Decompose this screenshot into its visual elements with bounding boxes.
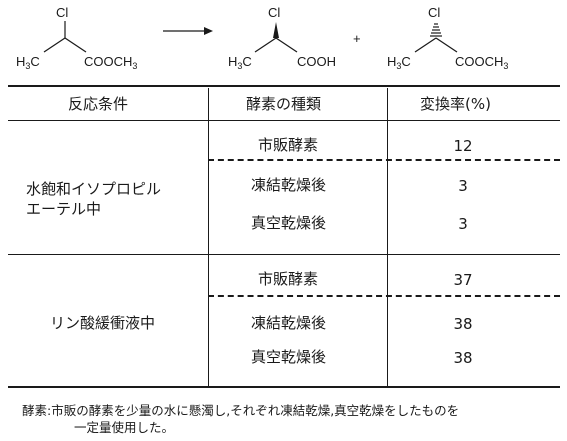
group1-condition-line2: エーテル中 <box>26 200 102 218</box>
group2-enzyme-3: 真空乾燥後 <box>251 348 327 366</box>
footnote-line2: 一定量使用した。 <box>74 420 175 435</box>
table-header-rule <box>8 120 560 121</box>
reactant-right-sub: 3 <box>132 61 137 71</box>
product-acid-cl: Cl <box>268 5 280 20</box>
table-bottom-rule <box>8 386 560 388</box>
product-ester-right-sub: 3 <box>503 61 508 71</box>
header-conversion: 変換率(%) <box>420 95 491 113</box>
group1-enzyme-2: 凍結乾燥後 <box>251 176 327 194</box>
svg-text:H3C: H3C <box>228 54 252 71</box>
group1-conversion-1: 12 <box>453 137 473 155</box>
group1-enzyme-1: 市販酵素 <box>258 136 319 154</box>
reactant-structure: Cl H3C COOCH3 <box>16 5 137 71</box>
product-acid-left-h: H <box>228 54 237 69</box>
svg-text:H3C: H3C <box>16 54 40 71</box>
footnote-line1: 市販の酵素を少量の水に懸濁し,それぞれ凍結乾燥,真空乾燥をしたものを <box>51 403 460 418</box>
reactant-left-sub: 3 <box>25 61 30 71</box>
header-reaction-conditions: 反応条件 <box>68 95 129 113</box>
product-acid-left-sub: 3 <box>237 61 242 71</box>
footnote: 酵素:市販の酵素を少量の水に懸濁し,それぞれ凍結乾燥,真空乾燥をしたものを 一定… <box>22 402 562 436</box>
product-ester-left-c: C <box>401 54 410 69</box>
svg-text:COOCH3: COOCH3 <box>455 54 508 71</box>
reactant-left-h: H <box>16 54 25 69</box>
reactant-left-c: C <box>30 54 39 69</box>
header-enzyme-type: 酵素の種類 <box>246 95 322 113</box>
table-column-divider-2 <box>387 88 388 386</box>
group1-dashed-separator <box>208 159 560 161</box>
table-column-divider-1 <box>208 88 209 386</box>
svg-text:H3C: H3C <box>387 54 411 71</box>
group2-conversion-3: 38 <box>453 349 473 367</box>
group2-enzyme-1: 市販酵素 <box>258 270 319 288</box>
reactant-right-group: COOCH <box>84 54 132 69</box>
group2-conversion-2: 38 <box>453 315 473 333</box>
product-ester-left-sub: 3 <box>396 61 401 71</box>
product-ester-left-h: H <box>387 54 396 69</box>
table-group-rule <box>8 254 560 255</box>
group1-condition-line1: 水飽和イソプロピル <box>26 180 162 198</box>
group2-enzyme-2: 凍結乾燥後 <box>251 314 327 332</box>
group2-condition-line1: リン酸緩衝液中 <box>50 314 156 332</box>
group1-conversion-2: 3 <box>458 177 468 195</box>
footnote-label: 酵素: <box>22 403 52 418</box>
group1-conversion-3: 3 <box>458 215 468 233</box>
product-ester-right-group: COOCH <box>455 54 503 69</box>
svg-text:COOCH3: COOCH3 <box>84 54 137 71</box>
product-acid-left-c: C <box>242 54 251 69</box>
product-acid-structure: Cl H3C COOH <box>228 5 336 71</box>
table-top-rule <box>8 85 560 87</box>
group2-conversion-1: 37 <box>453 271 473 289</box>
product-acid-right-group: COOH <box>297 54 336 69</box>
plus-sign: + <box>353 31 361 46</box>
reactant-cl: Cl <box>56 5 68 20</box>
product-ester-cl: Cl <box>428 5 440 20</box>
group1-enzyme-3: 真空乾燥後 <box>251 214 327 232</box>
reaction-arrow <box>163 27 213 35</box>
product-ester-structure: Cl H3C COOCH3 <box>387 5 508 71</box>
reaction-scheme: Cl H3C COOCH3 Cl H3C COOH + Cl <box>16 5 508 71</box>
group2-dashed-separator <box>208 295 560 297</box>
